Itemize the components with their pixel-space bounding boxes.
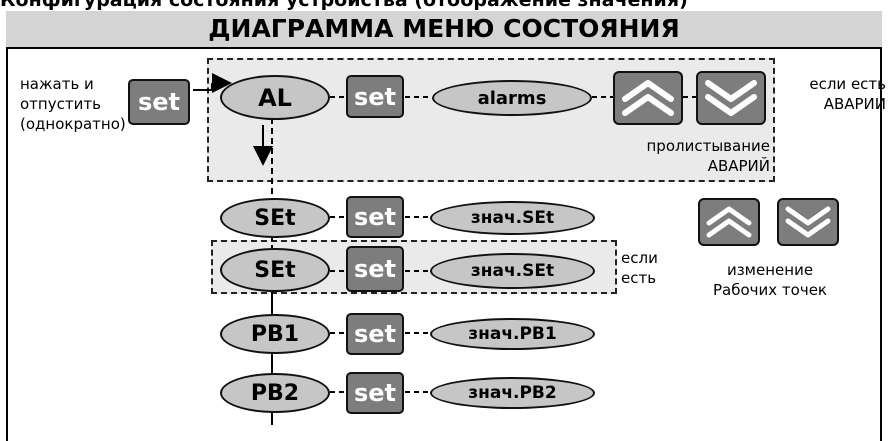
setpoint-change-line2: Рабочих точек bbox=[713, 281, 827, 299]
alarm-down-button[interactable] bbox=[696, 71, 766, 125]
pb2-pill[interactable]: PB2 bbox=[220, 373, 330, 413]
setpoint1-set-button[interactable]: set bbox=[346, 196, 404, 238]
if-present-line1: если bbox=[621, 249, 658, 267]
if-alarms-line2: АВАРИИ bbox=[823, 95, 886, 113]
pb1-pill[interactable]: PB1 bbox=[220, 314, 330, 354]
scroll-alarms-line2: АВАРИЙ bbox=[707, 157, 770, 175]
alarms-value-pill: alarms bbox=[432, 80, 592, 116]
press-note: нажать и отпустить (однократно) bbox=[20, 74, 140, 134]
up-chevrons-icon bbox=[706, 206, 752, 238]
if-present-note: если есть bbox=[621, 248, 681, 288]
if-alarms-line1: если есть bbox=[809, 75, 886, 93]
setpoint-change-note: изменение Рабочих точек bbox=[695, 260, 845, 300]
setpoint2-set-button[interactable]: set bbox=[346, 246, 404, 292]
setpoint1-pill[interactable]: SEt bbox=[220, 198, 330, 238]
scroll-alarms-note: пролистывание АВАРИЙ bbox=[610, 136, 771, 176]
page-top-cut-title: Конфигурация состояния устройства (отобр… bbox=[0, 0, 688, 11]
alarm-set-button[interactable]: set bbox=[346, 75, 404, 118]
press-set-button[interactable]: set bbox=[128, 79, 190, 125]
pb2-value-pill: знач.PB2 bbox=[430, 377, 595, 409]
pb1-value-pill: знач.PB1 bbox=[430, 318, 595, 350]
diagram-title: ДИАГРАММА МЕНЮ СОСТОЯНИЯ bbox=[6, 11, 882, 49]
down-chevrons-icon bbox=[785, 206, 831, 238]
al-menu-pill[interactable]: AL bbox=[220, 75, 330, 120]
press-note-line3: (однократно) bbox=[20, 115, 126, 133]
if-present-line2: есть bbox=[621, 269, 657, 287]
setpoint2-value-pill: знач.SEt bbox=[430, 253, 595, 289]
press-note-line2: отпустить bbox=[20, 95, 101, 113]
scroll-alarms-line1: пролистывание bbox=[646, 137, 771, 155]
setpoint1-value-pill: знач.SEt bbox=[430, 201, 595, 235]
setpoint-up-button[interactable] bbox=[698, 198, 760, 246]
pb1-set-button[interactable]: set bbox=[346, 313, 404, 355]
down-chevrons-icon bbox=[705, 80, 757, 116]
setpoint-change-line1: изменение bbox=[726, 261, 814, 279]
setpoint2-pill[interactable]: SEt bbox=[220, 248, 330, 292]
setpoint-down-button[interactable] bbox=[777, 198, 839, 246]
up-chevrons-icon bbox=[622, 80, 674, 116]
pb2-set-button[interactable]: set bbox=[346, 372, 404, 414]
press-note-line1: нажать и bbox=[20, 75, 94, 93]
alarm-up-button[interactable] bbox=[613, 71, 683, 125]
if-alarms-note: если есть АВАРИИ bbox=[778, 74, 886, 114]
